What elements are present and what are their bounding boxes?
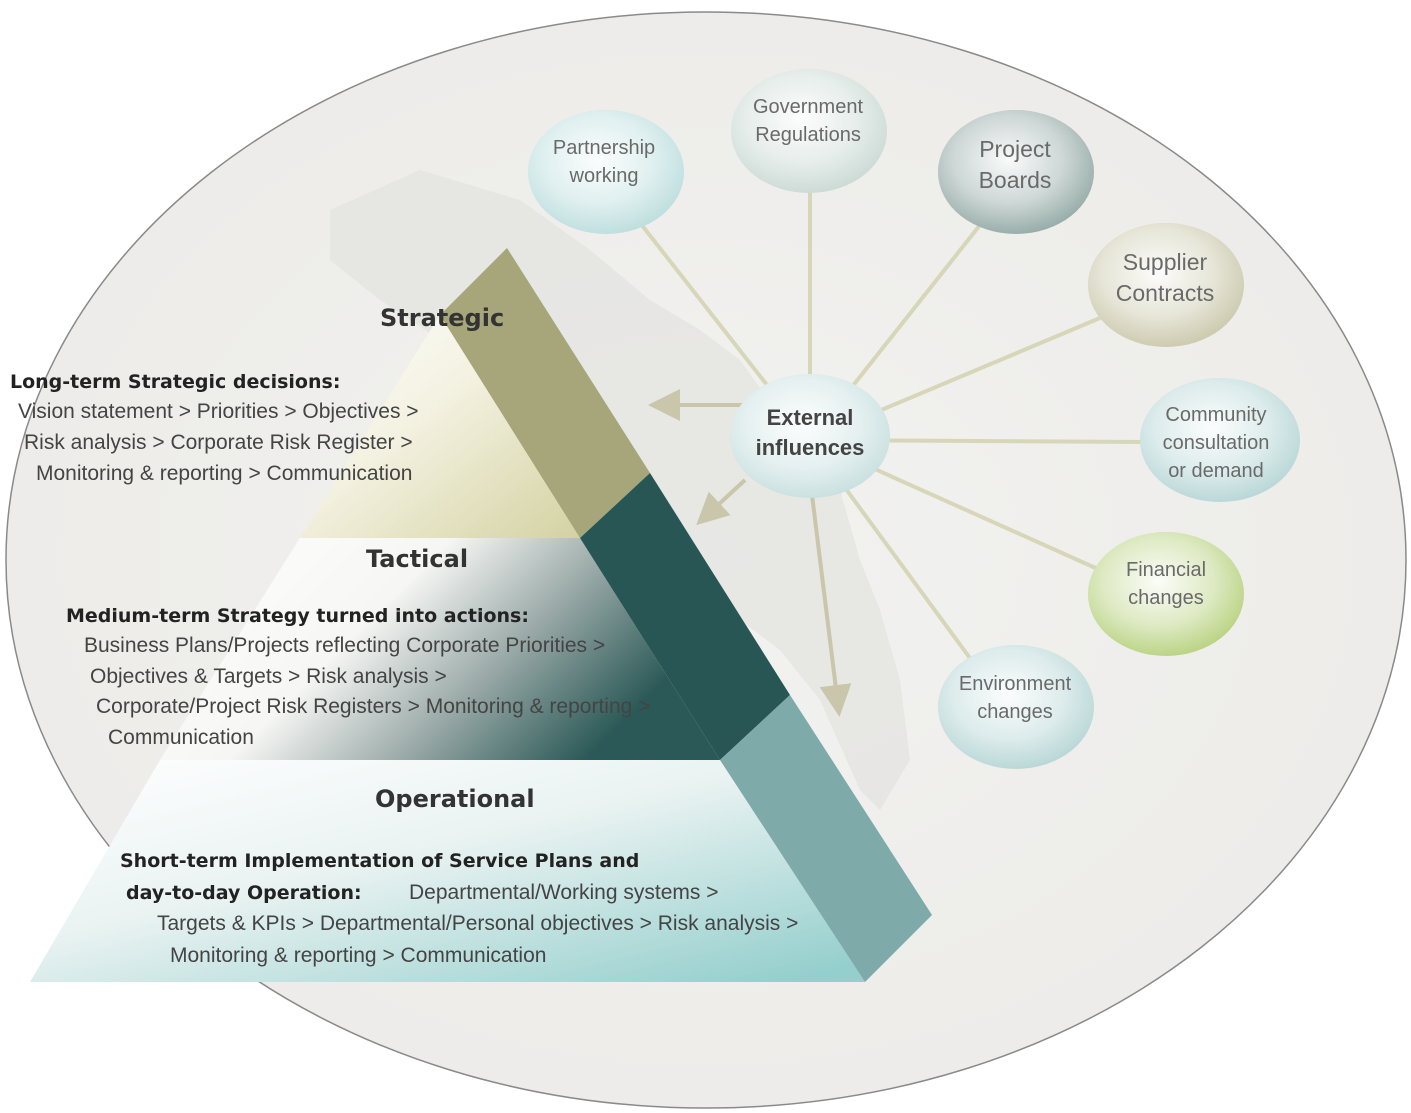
bubble-supplier-highlight [1088, 223, 1244, 347]
strategic-line-2: Risk analysis > Corporate Risk Register … [24, 431, 413, 454]
strategic-title: Strategic [380, 304, 505, 332]
bubble-environment-highlight [938, 645, 1094, 769]
operational-tier [30, 760, 865, 982]
operational-line-2-tail: Departmental/Working systems > [409, 881, 719, 904]
strategic-line-3: Monitoring & reporting > Communication [36, 462, 413, 485]
strategic-tier [300, 315, 580, 538]
bubble-financial-highlight [1088, 532, 1244, 656]
strategic-heading: Long-term Strategic decisions: [10, 371, 341, 393]
bubble-community-highlight [1140, 378, 1300, 502]
tactical-heading: Medium-term Strategy turned into actions… [66, 605, 529, 627]
operational-line-4: Monitoring & reporting > Communication [170, 944, 547, 967]
tactical-tier [160, 538, 720, 760]
strategic-line-1: Vision statement > Priorities > Objectiv… [18, 400, 419, 423]
bubble-government-highlight [731, 69, 887, 193]
bubbles-group [528, 69, 1300, 769]
operational-heading-2: day-to-day Operation: [126, 882, 362, 904]
strategic-band [440, 248, 650, 538]
tactical-line-2: Objectives & Targets > Risk analysis > [90, 665, 447, 688]
tactical-line-4: Communication [108, 726, 254, 749]
operational-line-3: Targets & KPIs > Departmental/Personal o… [157, 912, 799, 935]
operational-heading-1: Short-term Implementation of Service Pla… [120, 850, 640, 872]
tactical-title: Tactical [366, 545, 469, 573]
influence-arrows [648, 389, 852, 717]
tactical-line-3: Corporate/Project Risk Registers > Monit… [96, 695, 651, 718]
operational-title: Operational [375, 785, 535, 813]
tactical-band [580, 473, 790, 760]
bubble-partnership-highlight [528, 110, 684, 234]
bubble-project-boards-highlight [938, 110, 1094, 234]
tactical-line-1: Business Plans/Projects reflecting Corpo… [84, 634, 606, 657]
external-influences-bubble-highlight [730, 374, 890, 498]
operational-band [720, 695, 932, 982]
